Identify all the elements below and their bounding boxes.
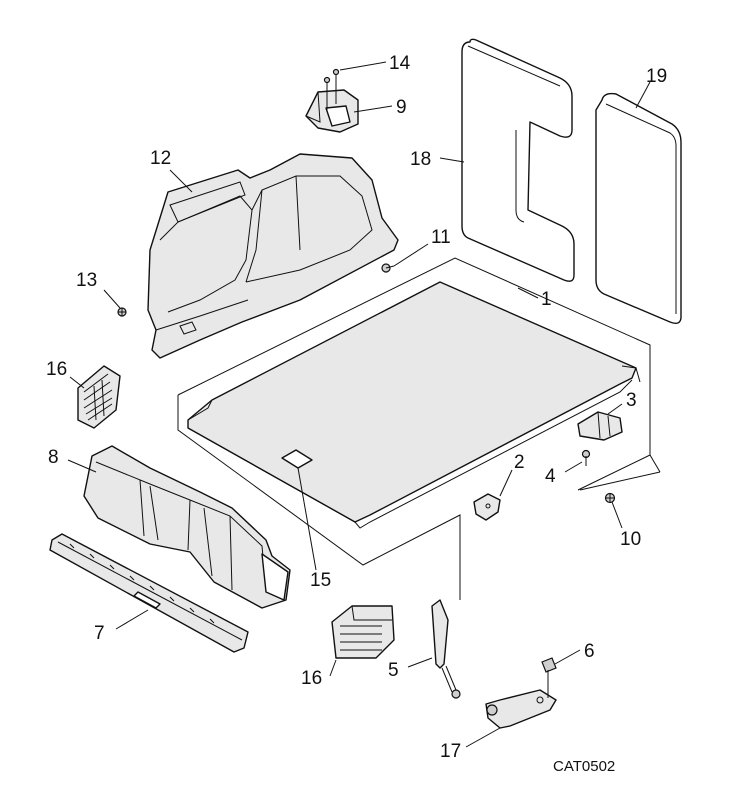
part-7-sill-plate (49, 533, 249, 653)
part-18-floor-panel (461, 38, 575, 282)
callout-12: 12 (150, 148, 171, 169)
part-6-bolt (541, 657, 557, 682)
callout-10: 10 (620, 529, 641, 550)
callout-17: 17 (440, 741, 461, 762)
callout-1: 1 (541, 289, 552, 310)
part-3-bracket (577, 411, 623, 441)
diagram-code: CAT0502 (553, 758, 615, 775)
reference-outline-top (177, 257, 651, 491)
callout-8: 8 (48, 447, 59, 468)
callout-16-lower: 16 (301, 668, 322, 689)
callout-6: 6 (584, 641, 595, 662)
part-16-vent-upper (77, 365, 121, 429)
callout-5: 5 (388, 660, 399, 681)
callout-14: 14 (389, 53, 411, 74)
callout-13: 13 (76, 270, 97, 291)
reference-outline (177, 395, 461, 600)
part-5-gas-strut (431, 599, 461, 699)
callout-16-upper: 16 (46, 359, 67, 380)
part-2-hinge (473, 493, 501, 521)
part-16-vent-lower (331, 605, 395, 659)
part-9-bracket (305, 89, 359, 133)
reference-line-2 (579, 471, 661, 491)
callout-9: 9 (396, 97, 407, 118)
part-15-handle (281, 449, 313, 469)
part-11-clip (381, 263, 395, 273)
callout-labels: 1 2 3 4 5 6 7 8 9 10 11 12 13 14 15 16 1… (46, 53, 667, 762)
callout-18: 18 (410, 149, 431, 170)
part-1-floor-board (187, 281, 641, 529)
callout-19: 19 (646, 66, 667, 87)
callout-3: 3 (626, 390, 637, 411)
part-8-rear-trim (83, 445, 291, 609)
part-17-strut-bracket (485, 676, 557, 729)
part-19-side-panel (595, 92, 682, 325)
leader-lines (67, 61, 651, 748)
reference-line (649, 454, 661, 473)
part-4-pin (581, 449, 591, 466)
callout-4: 4 (545, 466, 556, 487)
callout-7: 7 (94, 623, 105, 644)
part-13-screw (117, 307, 127, 317)
part-10-bolt (604, 492, 616, 504)
callout-2: 2 (514, 452, 525, 473)
callout-15: 15 (310, 570, 331, 591)
part-14-screws (323, 68, 340, 112)
part-12-side-trim (147, 153, 399, 359)
callout-11: 11 (431, 227, 451, 248)
